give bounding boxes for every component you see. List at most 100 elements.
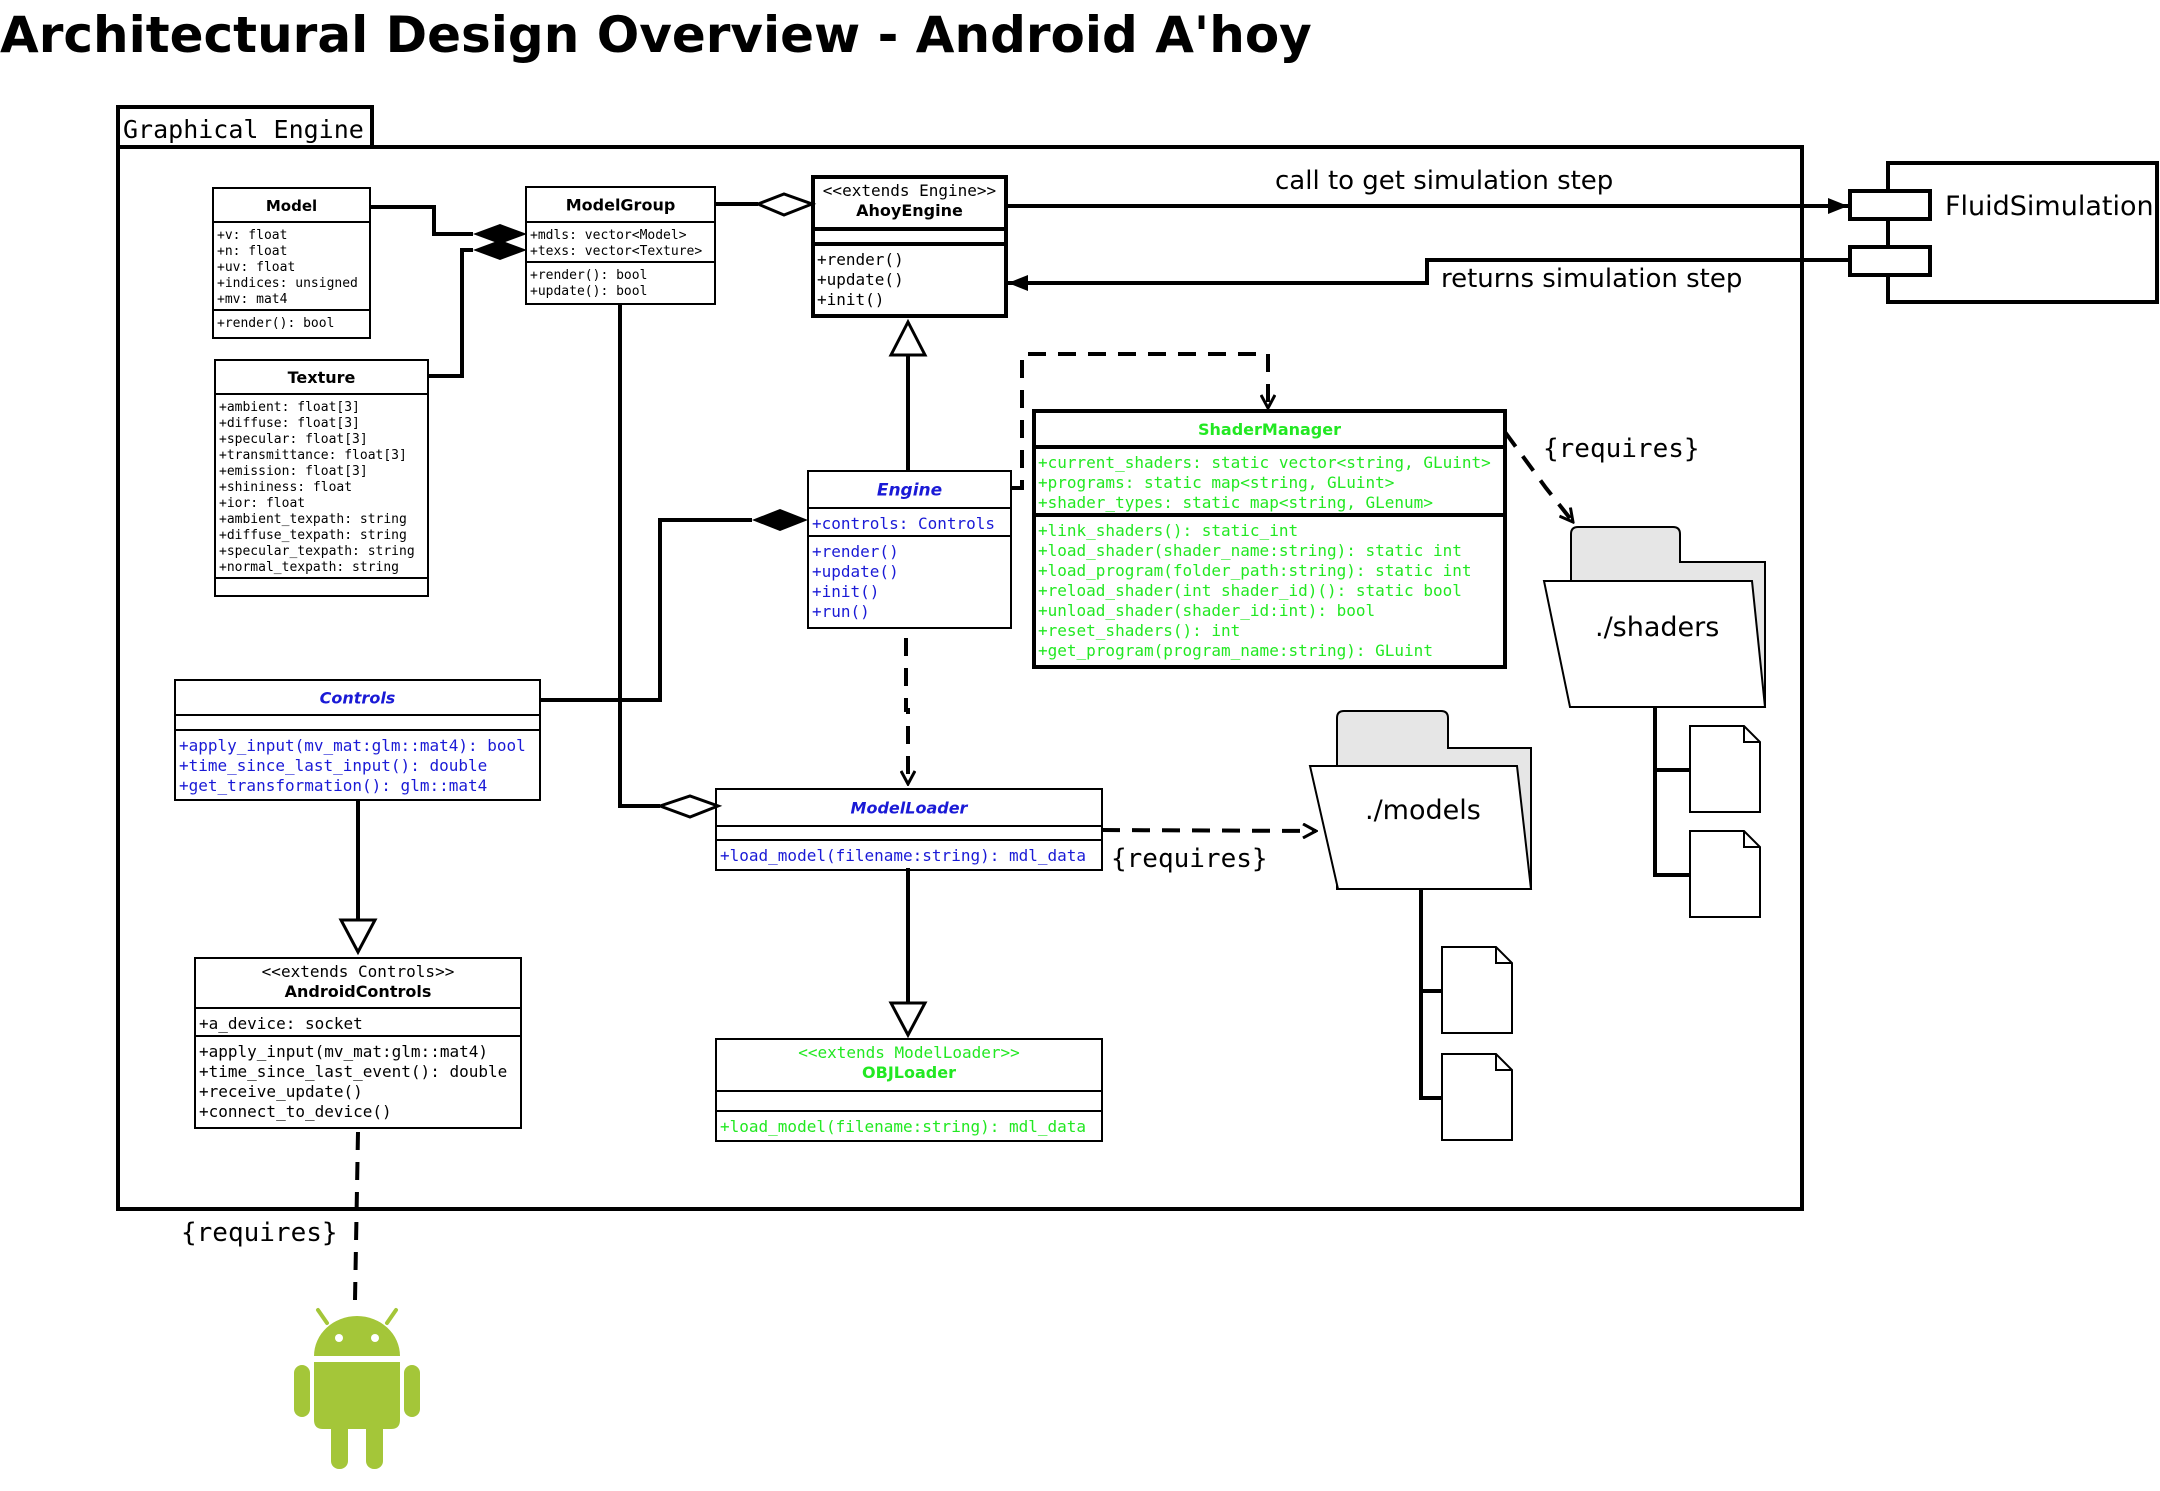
texture-composition-line [429, 248, 473, 378]
class-method: +link_shaders(): static_int [1038, 521, 1298, 540]
class-texture: Texture+ambient: float[3]+diffuse: float… [214, 359, 429, 597]
class-attribute: +ambient_texpath: string [219, 512, 407, 527]
fluidsimulation-component: FluidSimulation [1848, 161, 2159, 304]
class-attribute: +specular: float[3] [219, 432, 368, 447]
file-icon [1441, 1053, 1513, 1141]
class-method: +load_shader(shader_name:string): static… [1038, 541, 1462, 560]
class-attribute: +mdls: vector<Model> [530, 228, 687, 243]
composition-diamond-texture [473, 240, 527, 260]
class-attribute: +controls: Controls [812, 514, 995, 533]
class-method: +apply_input(mv_mat:glm::mat4): bool [179, 736, 526, 755]
class-name: AhoyEngine [856, 201, 963, 220]
class-attribute: +shader_types: static map<string, GLenum… [1038, 493, 1433, 512]
models-file-tree [1419, 889, 1442, 1100]
shaders-folder-label: ./shaders [1595, 612, 1719, 643]
modelgroup-loader-line [618, 303, 660, 808]
class-objloader: <<extends ModelLoader>>OBJLoader +load_mo… [715, 1038, 1103, 1142]
composition-diamond-model [473, 224, 527, 244]
class-attribute: +shininess: float [219, 480, 352, 495]
controls-composition-line [540, 518, 752, 702]
class-method: +apply_input(mv_mat:glm::mat4) [199, 1042, 488, 1061]
class-attribute: +a_device: socket [199, 1014, 363, 1033]
engine-modelloader-dependency [906, 638, 908, 784]
class-method: +time_since_last_event(): double [199, 1062, 507, 1081]
class-engine: Engine +controls: Controls +render()+updat… [807, 470, 1012, 629]
class-method: +update() [812, 562, 899, 581]
class-method: +load_model(filename:string): mdl_data [720, 1117, 1086, 1136]
aggregation-diamond-ahoyengine [753, 192, 817, 217]
class-attribute: +texs: vector<Texture> [530, 244, 702, 259]
call-label: call to get simulation step [1275, 166, 1613, 196]
android-dependency-line [353, 1131, 360, 1301]
shadermanager-shaders-dependency [1503, 430, 1573, 522]
class-attribute: +indices: unsigned [217, 276, 358, 291]
class-method: +connect_to_device() [199, 1102, 392, 1121]
class-method: +run() [812, 602, 870, 621]
class-stereotype: <<extends ModelLoader>> [798, 1043, 1020, 1062]
returns-arrow [1008, 258, 1850, 291]
class-attribute: +v: float [217, 228, 287, 243]
class-method: +render(): bool [530, 268, 647, 283]
class-stereotype: <<extends Controls>> [262, 962, 455, 981]
class-method: +update(): bool [530, 284, 647, 299]
page-title: Architectural Design Overview - Android … [0, 6, 1312, 64]
modelloader-models-dependency [1101, 830, 1316, 831]
folder-icon: ./models [1308, 710, 1533, 890]
class-method: +get_program(program_name:string): GLuin… [1038, 641, 1433, 660]
class-method: +init() [812, 582, 879, 601]
class-attribute: +specular_texpath: string [219, 544, 415, 559]
file-icon [1441, 946, 1513, 1034]
class-name: Controls [320, 689, 396, 708]
component-port-bottom [1848, 245, 1932, 277]
class-method: +load_model(filename:string): mdl_data [720, 846, 1086, 865]
class-attribute: +n: float [217, 244, 287, 259]
class-name: Engine [877, 481, 942, 501]
android-robot-icon [294, 1308, 420, 1469]
class-method: +update() [817, 270, 904, 289]
class-attribute: +programs: static map<string, GLuint> [1038, 473, 1394, 492]
class-name: ShaderManager [1198, 420, 1341, 439]
class-modelloader: ModelLoader+load_model(filename:string):… [715, 788, 1103, 871]
files-layer [1441, 725, 1761, 1141]
class-stereotype: <<extends Engine>> [823, 181, 996, 200]
aggregation-diamond-modelloader [655, 794, 723, 819]
generalization-triangle-ahoy [888, 318, 928, 357]
class-method: +get_transformation(): glm::mat4 [179, 776, 487, 795]
class-method: +load_program(folder_path:string): stati… [1038, 561, 1471, 580]
class-shadermanager: ShaderManager+current_shaders: static ve… [1032, 409, 1507, 669]
class-name: OBJLoader [862, 1063, 956, 1082]
class-model: Model +v: float+n: float+uv: float+indice… [212, 187, 371, 339]
class-method: +unload_shader(shader_id:int): bool [1038, 601, 1375, 620]
class-attribute: +ior: float [219, 496, 305, 511]
class-method: +render(): bool [217, 316, 334, 331]
class-method: +init() [817, 290, 884, 309]
class-androidcontrols: <<extends Controls>>AndroidControls +a_de… [194, 957, 522, 1129]
class-method: +render() [817, 250, 904, 269]
returns-label: returns simulation step [1441, 264, 1742, 294]
class-name: AndroidControls [285, 982, 432, 1001]
class-modelgroup: ModelGroup+mdls: vector<Model>+texs: vec… [525, 186, 716, 305]
generalization-triangle-controls [338, 918, 378, 956]
class-attribute: +mv: mat4 [217, 292, 288, 307]
connectors [338, 192, 1850, 1301]
class-name: Model [266, 197, 317, 215]
requires-label-models: {requires} [1111, 844, 1268, 874]
class-attribute: +ambient: float[3] [219, 400, 360, 415]
file-icon [1689, 830, 1761, 918]
class-attribute: +normal_texpath: string [219, 560, 399, 575]
class-attribute: +emission: float[3] [219, 464, 368, 479]
shaders-file-tree [1653, 707, 1690, 877]
file-icon [1689, 725, 1761, 813]
class-ahoyengine: <<extends Engine>>AhoyEngine +render()+up… [811, 175, 1008, 318]
classes-layer: Model +v: float+n: float+uv: float+indice… [174, 175, 1507, 1142]
component-name: FluidSimulation [1945, 191, 2154, 222]
class-name: Texture [288, 368, 356, 387]
class-method: +render() [812, 542, 899, 561]
models-folder-label: ./models [1365, 795, 1481, 826]
requires-label-shaders: {requires} [1543, 434, 1700, 464]
class-method: +receive_update() [199, 1082, 363, 1101]
class-attribute: +uv: float [217, 260, 295, 275]
generalization-triangle-modelloader [888, 1001, 928, 1039]
requires-label-android: {requires} [181, 1218, 338, 1248]
